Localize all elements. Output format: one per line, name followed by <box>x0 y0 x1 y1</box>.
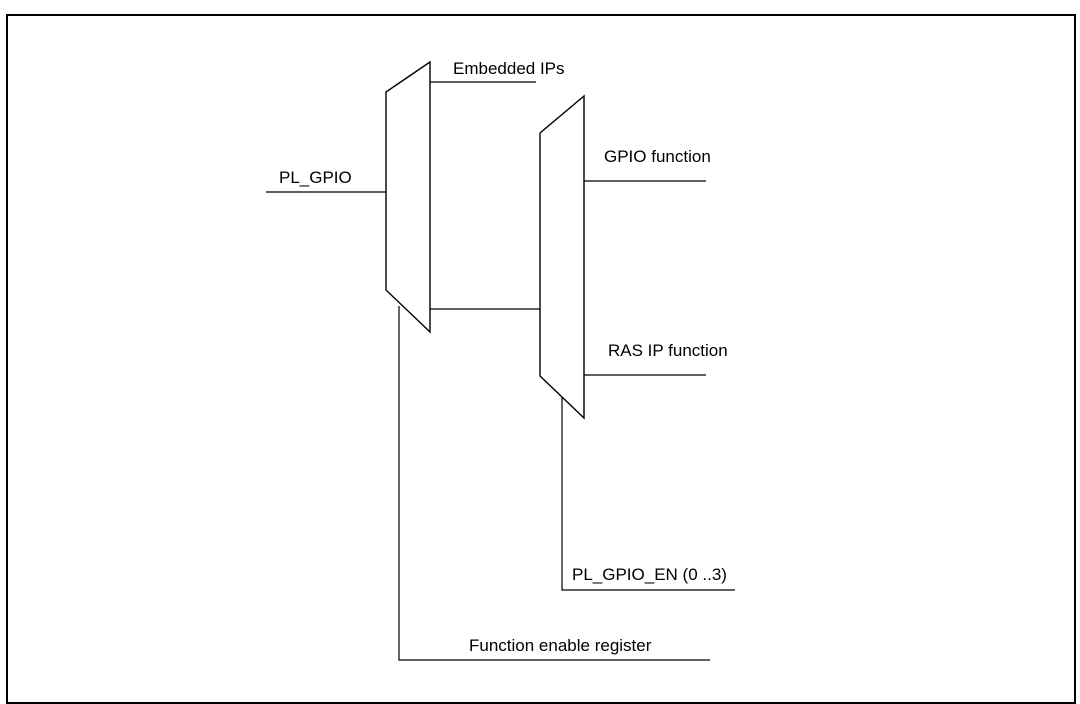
pl-gpio-en-wire <box>561 397 735 591</box>
first-multiplexer <box>385 60 431 334</box>
embedded-ips-label: Embedded IPs <box>453 59 565 78</box>
pl-gpio-label: PL_GPIO <box>279 168 352 187</box>
ras-ip-function-label: RAS IP function <box>608 341 728 360</box>
function-enable-register-label: Function enable register <box>469 636 652 655</box>
second-multiplexer <box>539 94 585 420</box>
function-enable-register-wire <box>398 306 710 661</box>
gpio-function-label: GPIO function <box>604 147 711 166</box>
pin-multiplexing-diagram: PL_GPIO Embedded IPs GPIO function RAS I… <box>266 59 735 661</box>
pl-gpio-en-label: PL_GPIO_EN (0 ..3) <box>572 565 727 584</box>
